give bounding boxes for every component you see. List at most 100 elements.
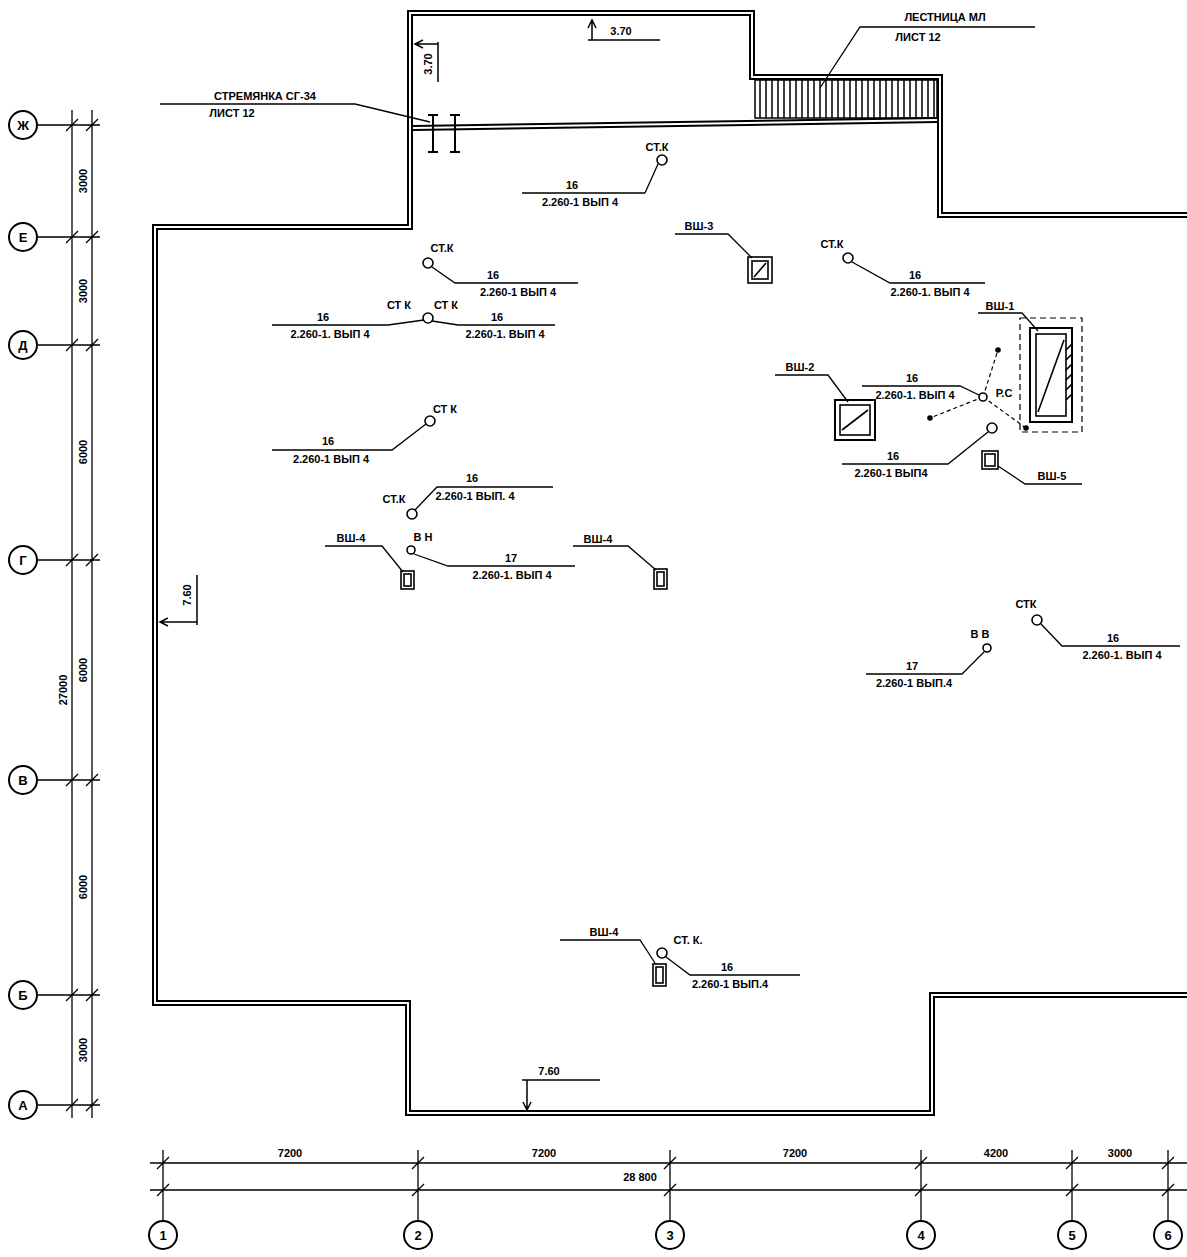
level-arrow [415, 40, 438, 82]
equipment-tag: ВШ-4 [337, 533, 366, 544]
drain-branch [928, 416, 932, 420]
dimension: 3000 [78, 1038, 89, 1062]
leader-line [432, 267, 578, 283]
dimension-line [157, 1150, 169, 1220]
equipment-tag: Р.С [996, 388, 1013, 399]
roof-outline [413, 120, 937, 128]
stack-vent-symbol [983, 644, 991, 652]
axis-bubble: В [8, 765, 38, 795]
axis-label: 5 [1068, 1229, 1075, 1242]
dimension-line [38, 1099, 100, 1111]
stack-vent-symbol [407, 509, 417, 519]
callout-number: 16 [491, 312, 503, 323]
equipment-tag: СТК [1015, 599, 1036, 610]
leader-line [272, 424, 426, 450]
axis-bubble: 1 [148, 1220, 178, 1250]
leader-line [775, 375, 848, 402]
dimension: 7200 [783, 1148, 807, 1159]
axis-bubble: Д [8, 330, 38, 360]
level-arrow [160, 20, 660, 1110]
vent-shaft-symbol [654, 569, 667, 589]
stack-vent-symbol [423, 258, 433, 268]
callout-number: 16 [317, 312, 329, 323]
axis-label: Ж [17, 119, 29, 132]
spec-code: 2.260-1. ВЫП 4 [472, 570, 551, 581]
axis-bubble: 4 [906, 1220, 936, 1250]
spec-code: 2.260-1. ВЫП 4 [875, 390, 954, 401]
equipment-tag: СТ.К [431, 243, 454, 254]
spec-code: 2.260-1 ВЫП4 [854, 468, 927, 479]
drain-branch [1024, 426, 1028, 430]
stack-vent-symbol [657, 155, 667, 165]
dimension: 3000 [1108, 1148, 1132, 1159]
axis-label: 6 [1164, 1229, 1171, 1242]
vent-shaft-symbol [1036, 334, 1066, 416]
vent-shaft-symbol [1066, 344, 1072, 400]
axis-label: 3 [666, 1229, 673, 1242]
callout-number: 16 [566, 180, 578, 191]
dimension: 7200 [278, 1148, 302, 1159]
stack-vent-symbol [979, 393, 987, 401]
equipment-tag: ВШ-4 [590, 927, 619, 938]
note: СТРЕМЯНКА СГ-34 [214, 91, 316, 102]
dimension-line [38, 554, 100, 566]
drain-branch [996, 348, 1000, 352]
vent-shaft-symbol [985, 454, 995, 466]
stack-vent-symbol [1032, 615, 1042, 625]
axis-label: Б [18, 989, 27, 1002]
dimension: 6000 [78, 440, 89, 464]
equipment-tag: ВШ-3 [685, 221, 714, 232]
callout-number: 17 [906, 661, 918, 672]
equipment-tag: СТ К [387, 300, 411, 311]
leader-line [866, 652, 984, 674]
dimension-line [38, 231, 100, 243]
equipment-tag: В Н [414, 532, 433, 543]
equipment-tag: ВШ-2 [786, 362, 815, 373]
vent-shaft-symbol [401, 571, 414, 589]
vent-shaft-symbol [835, 400, 875, 440]
stair-hatch [755, 80, 937, 118]
dimension: 3000 [78, 169, 89, 193]
equipment-tag: СТ.К [821, 239, 844, 250]
level-arrow [160, 575, 197, 626]
leader-line [160, 104, 430, 122]
callout-number: 16 [322, 436, 334, 447]
stack-vent-symbol [407, 155, 1042, 958]
leader-line [573, 546, 656, 570]
stack-vent-symbol [425, 416, 435, 426]
vent-shaft-symbol [1030, 328, 1072, 422]
leader-line [842, 432, 988, 464]
note: ЛИСТ 12 [895, 32, 940, 43]
dimension: 28 800 [623, 1172, 657, 1183]
axis-label: А [18, 1099, 27, 1112]
dimension: 6000 [78, 875, 89, 899]
leader-line [820, 27, 1035, 88]
equipment-tag: ВШ-5 [1038, 471, 1067, 482]
spec-code: 2.260-1. ВЫП 4 [890, 287, 969, 298]
level-mark: 3.70 [423, 53, 434, 74]
axis-bubble: 6 [1153, 1220, 1183, 1250]
dimension-line [664, 1150, 676, 1220]
equipment-tag: СТ К [433, 404, 457, 415]
axis-bubble: Ж [8, 110, 38, 140]
spec-code: 2.260-1. ВЫП 4 [290, 329, 369, 340]
axis-bubble: А [8, 1090, 38, 1120]
equipment-tag: СТ К [434, 300, 458, 311]
leader-line [998, 466, 1082, 484]
axis-bubble: Б [8, 980, 38, 1010]
stack-vent-symbol [407, 546, 415, 554]
leader-line [325, 546, 403, 572]
dimension: 4200 [984, 1148, 1008, 1159]
callout-number: 17 [505, 553, 517, 564]
callout-number: 16 [487, 270, 499, 281]
stack-vent-symbol [987, 423, 997, 433]
spec-code: 2.260-1 ВЫП.4 [692, 979, 768, 990]
equipment-tag: ВШ-4 [584, 534, 613, 545]
vent-shaft-symbol [982, 451, 998, 469]
vent-shaft-symbol [842, 410, 868, 430]
axis-bubble: 2 [403, 1220, 433, 1250]
leader-line [666, 957, 800, 975]
stack-vent-symbol [657, 948, 667, 958]
callout-number: 16 [721, 962, 733, 973]
